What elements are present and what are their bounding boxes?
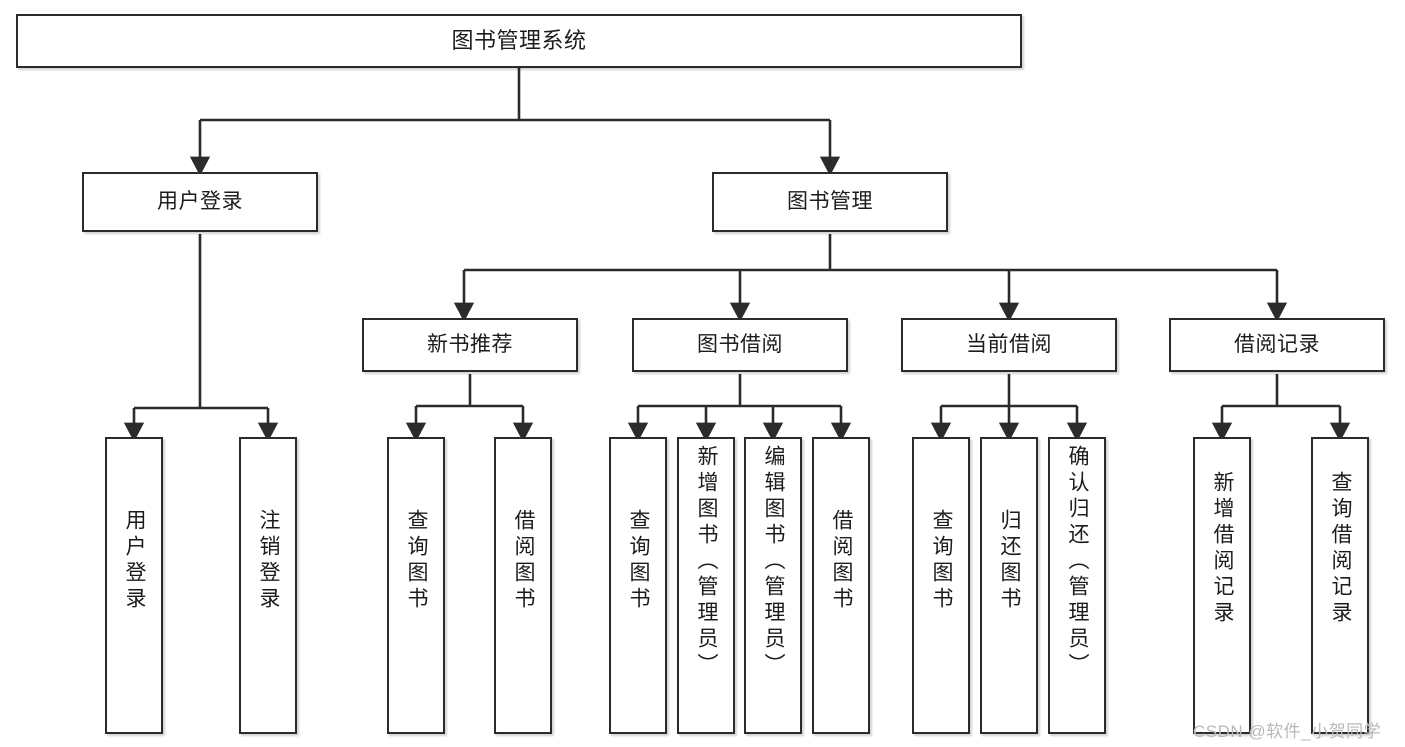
node-leaf-add-book-label: 新增图书（管理员） (695, 445, 719, 679)
node-leaf-logout-login[interactable]: 注销登录 (239, 437, 297, 734)
node-leaf-add-record-label: 新增借阅记录 (1211, 471, 1235, 627)
node-leaf-confirm-return[interactable]: 确认归还（管理员） (1048, 437, 1106, 734)
node-leaf-user-login-label: 用户登录 (123, 509, 147, 613)
node-root[interactable]: 图书管理系统 (16, 14, 1022, 68)
node-book-borrow[interactable]: 图书借阅 (632, 318, 848, 372)
node-new-book-rec[interactable]: 新书推荐 (362, 318, 578, 372)
node-leaf-edit-book-label: 编辑图书（管理员） (762, 445, 786, 679)
node-leaf-query-book-2[interactable]: 查询图书 (609, 437, 667, 734)
csdn-watermark: CSDN @软件_小贺同学 (1193, 722, 1382, 741)
node-user-login[interactable]: 用户登录 (82, 172, 318, 232)
node-leaf-logout-login-label: 注销登录 (257, 509, 281, 613)
node-book-manage[interactable]: 图书管理 (712, 172, 948, 232)
node-leaf-add-record[interactable]: 新增借阅记录 (1193, 437, 1251, 734)
node-leaf-query-record-label: 查询借阅记录 (1329, 471, 1353, 627)
node-current-borrow[interactable]: 当前借阅 (901, 318, 1117, 372)
node-leaf-query-book-3-label: 查询图书 (930, 509, 954, 613)
node-borrow-record[interactable]: 借阅记录 (1169, 318, 1385, 372)
node-leaf-user-login[interactable]: 用户登录 (105, 437, 163, 734)
node-leaf-query-book-1-label: 查询图书 (405, 509, 429, 613)
node-leaf-confirm-return-label: 确认归还（管理员） (1066, 445, 1090, 679)
node-leaf-return-book-label: 归还图书 (998, 509, 1022, 613)
node-user-login-label: 用户登录 (157, 189, 243, 213)
node-leaf-edit-book[interactable]: 编辑图书（管理员） (744, 437, 802, 734)
node-leaf-borrow-book-1-label: 借阅图书 (512, 509, 536, 613)
node-new-book-rec-label: 新书推荐 (427, 332, 513, 356)
node-current-borrow-label: 当前借阅 (966, 332, 1052, 356)
node-root-label: 图书管理系统 (451, 28, 587, 54)
node-leaf-borrow-book-1[interactable]: 借阅图书 (494, 437, 552, 734)
node-leaf-query-book-2-label: 查询图书 (627, 509, 651, 613)
node-leaf-borrow-book-2[interactable]: 借阅图书 (812, 437, 870, 734)
node-leaf-add-book[interactable]: 新增图书（管理员） (677, 437, 735, 734)
node-leaf-query-book-1[interactable]: 查询图书 (387, 437, 445, 734)
node-leaf-query-record[interactable]: 查询借阅记录 (1311, 437, 1369, 734)
node-book-borrow-label: 图书借阅 (697, 332, 783, 356)
node-leaf-borrow-book-2-label: 借阅图书 (830, 509, 854, 613)
node-book-manage-label: 图书管理 (787, 189, 873, 213)
node-leaf-return-book[interactable]: 归还图书 (980, 437, 1038, 734)
node-leaf-query-book-3[interactable]: 查询图书 (912, 437, 970, 734)
node-borrow-record-label: 借阅记录 (1234, 332, 1320, 356)
